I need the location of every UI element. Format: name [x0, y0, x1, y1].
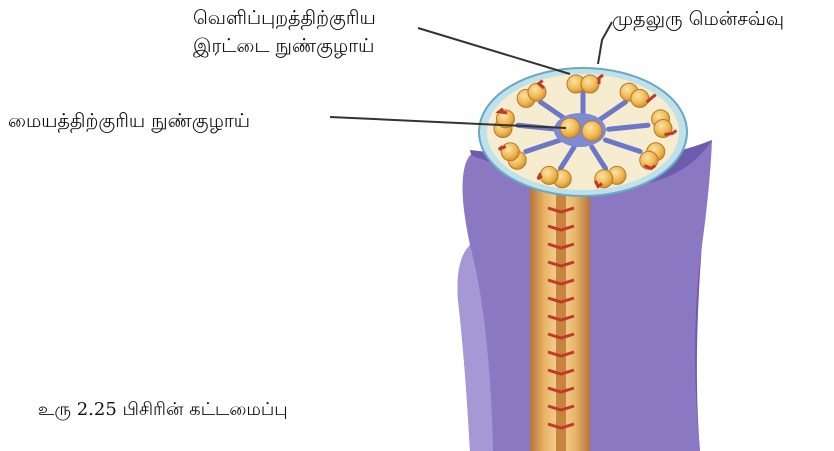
- label-outer-doublet-line1: வெளிப்புறத்திற்குரிய: [193, 5, 376, 31]
- leader-outer-doublet: [418, 28, 570, 74]
- leader-plasma-membrane: [598, 22, 612, 64]
- doublet-microtubule: [631, 89, 649, 107]
- doublet-microtubule: [540, 166, 558, 184]
- doublet-microtubule: [581, 75, 599, 93]
- label-plasma-membrane: முதலுரு மென்சவ்வு: [612, 6, 784, 32]
- figure-caption: உரு 2.25 பிசிரின் கட்டமைப்பு: [38, 399, 288, 422]
- label-outer-doublet-line2: இரட்டை நுண்குழாய்: [193, 33, 374, 59]
- label-central-microtubule: மையத்திற்குரிய நுண்குழாய்: [8, 108, 250, 134]
- doublet-microtubule: [501, 143, 519, 161]
- central-microtubule-right: [582, 121, 602, 141]
